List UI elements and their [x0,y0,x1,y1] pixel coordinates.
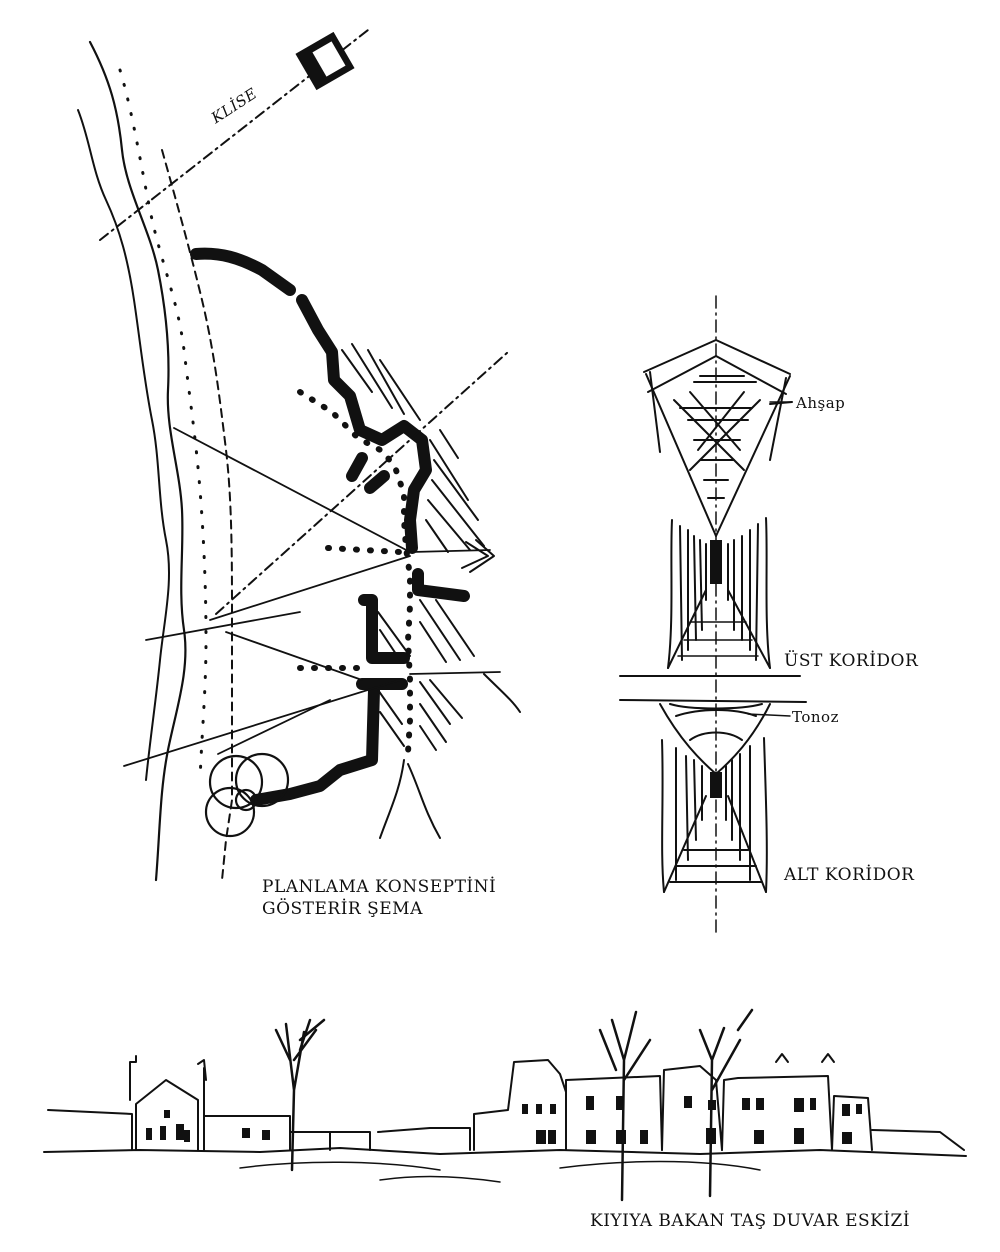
wood-label: Ahşap [796,394,846,412]
hatching-upper [341,343,485,553]
tower-circles [204,752,290,838]
tree-right-2 [698,1008,754,1198]
stone-wall-caption: KIYIYA BAKAN TAŞ DUVAR ESKİZİ [590,1211,911,1231]
ground-line [43,1147,967,1157]
dash-dot-axis [215,351,509,615]
coastline [88,40,187,882]
upper-roof [643,339,793,537]
house-left [129,1055,471,1151]
settlement-wall [190,247,432,554]
hatching-lower [377,679,463,751]
tree-right-1 [598,1010,652,1202]
lower-corridor-caption: ALT KORİDOR [784,865,915,885]
tree-left [274,1018,326,1172]
planning-concept-caption-line2: GÖSTERİR ŞEMA [262,899,423,919]
houses-right [473,1053,965,1151]
planning-concept-caption: PLANLAMA KONSEPTİNİ GÖSTERİR ŞEMA [262,876,496,920]
hatching-middle [377,599,475,663]
vault-label: Tonoz [792,708,839,726]
lower-walls [661,737,768,893]
view-lines [123,427,501,767]
upper-corridor-caption: ÜST KORİDOR [784,651,919,671]
planning-concept-caption-line1: PLANLAMA KONSEPTİNİ [262,877,497,897]
houses-right-windows [522,1096,862,1144]
church-building [295,31,355,91]
church-axis [99,29,369,241]
dashed-path [161,149,234,881]
house-left-windows [146,1110,270,1142]
